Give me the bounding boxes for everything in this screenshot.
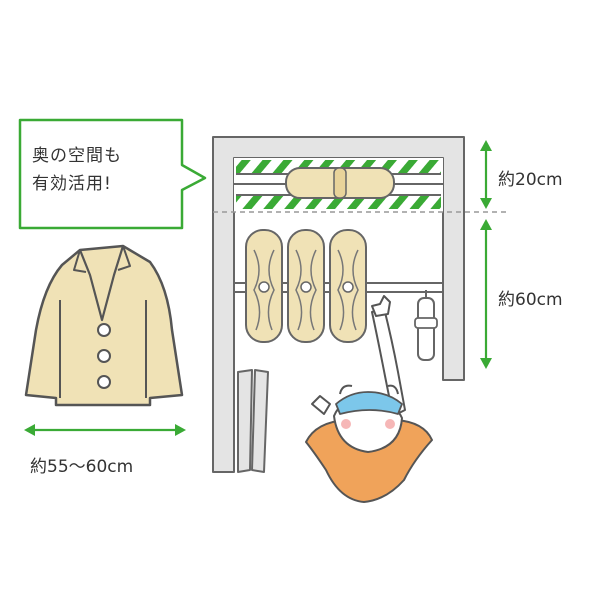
upper-storage [234,158,443,212]
callout-line-1: 奥の空間も [32,146,122,166]
hanging-garments [245,229,367,343]
callout-line-2: 有効活用! [32,174,112,194]
lower-depth-label: 約60cm [498,290,563,310]
callout-bubble [18,118,207,230]
dimension-arrow-upper [480,140,492,209]
jacket [24,244,184,407]
callout-text: 奥の空間も 有効活用! [32,142,172,198]
dimension-arrow-lower [480,219,492,369]
dimension-arrow-jacket [24,424,186,436]
person-figure [305,295,433,503]
jacket-width-label: 約55〜60cm [30,457,134,477]
pole-hook [414,290,438,361]
upper-depth-label: 約20cm [498,170,563,190]
